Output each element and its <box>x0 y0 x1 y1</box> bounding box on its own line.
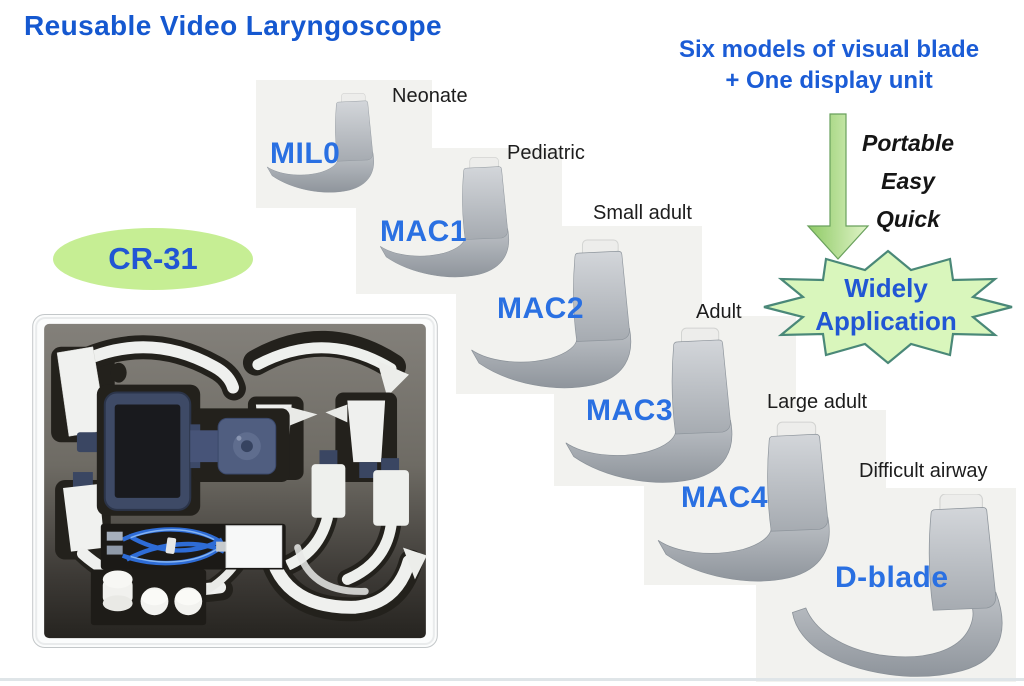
headline-line1: Six models of visual blade <box>678 36 980 63</box>
product-code-badge: CR-31 <box>53 228 253 290</box>
headline-line2: + One display unit <box>725 67 933 94</box>
feature-quick: Quick <box>876 206 940 232</box>
feature-portable: Portable <box>861 130 955 156</box>
model-label-mac3: MAC3 <box>586 394 674 427</box>
feature-easy: Easy <box>881 168 935 194</box>
model-label-dblade: D-blade <box>835 561 949 594</box>
feature-list: Portable Easy Quick <box>843 124 973 238</box>
model-label-mac1: MAC1 <box>380 215 468 248</box>
size-label-adult: Adult <box>696 301 742 323</box>
size-label-neonate: Neonate <box>392 85 468 107</box>
burst-badge-icon <box>763 249 1013 365</box>
burst-line2: Application <box>815 306 957 336</box>
size-label-pediatric: Pediatric <box>507 142 585 164</box>
size-label-difficult-airway: Difficult airway <box>859 460 988 482</box>
page-title: Reusable Video Laryngoscope <box>24 10 442 41</box>
model-label-mac2: MAC2 <box>497 292 585 325</box>
burst-line1: Widely <box>844 273 928 303</box>
headline: Six models of visual blade + One display… <box>640 34 1018 96</box>
burst-label: Widely Application <box>788 272 984 338</box>
photo-bottom-edge <box>0 678 1024 681</box>
size-label-small-adult: Small adult <box>593 202 692 224</box>
case-photo <box>32 313 438 649</box>
size-label-large-adult: Large adult <box>767 391 868 413</box>
model-label-mac4: MAC4 <box>681 481 769 514</box>
down-arrow-icon <box>806 113 870 260</box>
model-label-mil0: MIL0 <box>270 137 341 170</box>
